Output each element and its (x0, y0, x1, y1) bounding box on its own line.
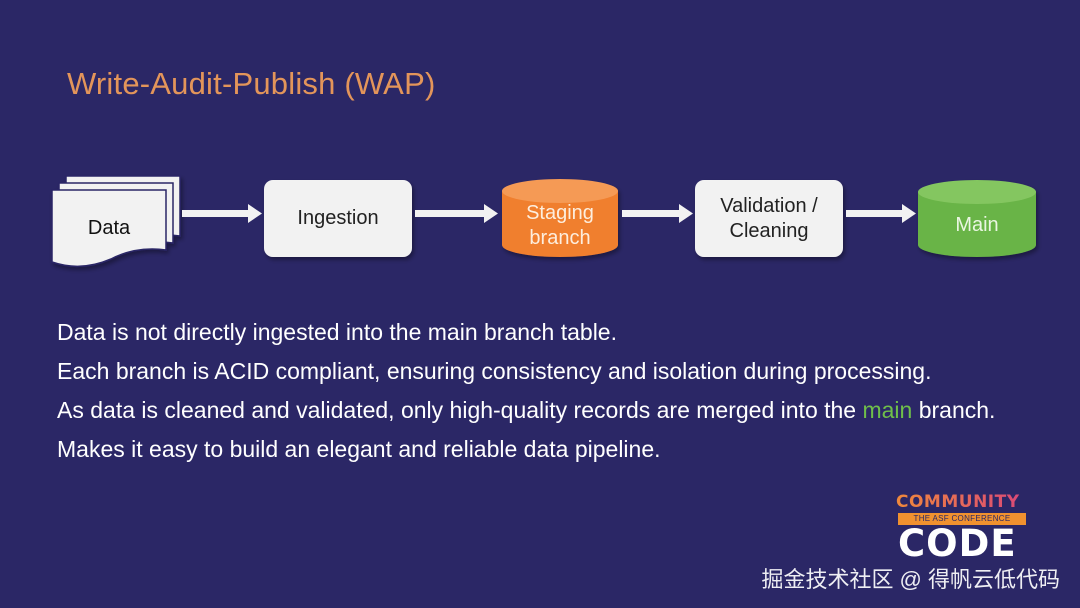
validation-label-line-1: Validation / (720, 194, 818, 217)
staging-label-line-2: branch (529, 227, 591, 249)
community-over-code-logo: COMMUNITY THE ASF CONFERENCE CODE (894, 492, 1034, 563)
validation-node-label: Validation / Cleaning (695, 180, 843, 257)
bullet-text-before: As data is cleaned and validated, only h… (57, 397, 863, 423)
bullet-item: Data is not directly ingested into the m… (57, 319, 617, 345)
bullet-item: As data is cleaned and validated, only h… (57, 394, 1017, 427)
arrow-data-to-ingestion (182, 204, 262, 223)
arrow-staging-to-validation (622, 204, 693, 223)
ingestion-node (264, 180, 412, 257)
arrow-ingestion-to-staging (415, 204, 498, 223)
flow-arrows (182, 204, 916, 223)
main-node-label: Main (955, 213, 999, 236)
data-node-label: Data (87, 216, 131, 239)
bullet-text-after: branch. (912, 397, 996, 423)
bullet-list: Data is not directly ingested into the m… (57, 316, 1017, 472)
logo-community-text: COMMUNITY (894, 492, 1034, 512)
bullet-item: Each branch is ACID compliant, ensuring … (57, 358, 932, 384)
main-highlight: main (862, 397, 913, 423)
logo-code-text: CODE (898, 522, 1017, 565)
watermark: 掘金技术社区 @ 得帆云低代码 (761, 567, 1060, 592)
data-node (51, 175, 181, 268)
staging-label-line-1: Staging (526, 202, 594, 224)
bullet-item: Makes it easy to build an elegant and re… (57, 436, 661, 462)
ingestion-node-label: Ingestion (297, 207, 379, 229)
logo-band-text: THE ASF CONFERENCE (898, 513, 1026, 525)
staging-branch-node (502, 179, 618, 257)
slide-title: Write-Audit-Publish (WAP) (67, 66, 436, 101)
staging-node-label: Staging branch (502, 200, 618, 252)
validation-cleaning-node (695, 180, 843, 257)
arrow-validation-to-main (846, 204, 916, 223)
wap-flow-diagram (51, 175, 1036, 268)
validation-label-line-2: Cleaning (729, 219, 809, 242)
main-branch-node (918, 180, 1036, 257)
